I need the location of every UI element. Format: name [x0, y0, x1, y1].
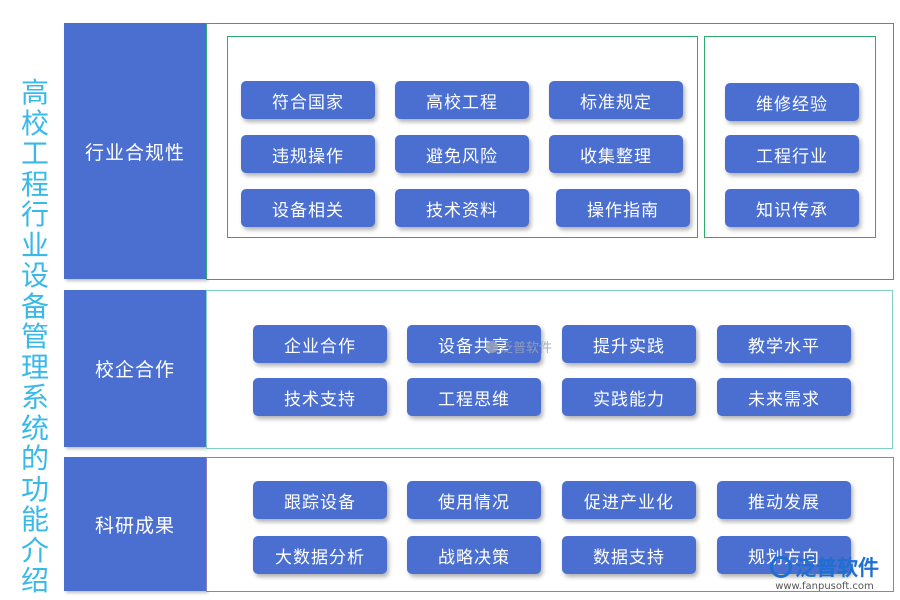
item-button: 数据支持: [562, 536, 696, 574]
watermark-corner: 泛普软件 www.fanpusoft.com: [770, 552, 879, 592]
item-button: 操作指南: [556, 189, 690, 227]
item-button: 使用情况: [407, 481, 541, 519]
section-panel-cooperation: [206, 290, 893, 449]
item-button: 企业合作: [253, 325, 387, 363]
section-label-research: 科研成果: [64, 457, 206, 591]
item-button: 跟踪设备: [253, 481, 387, 519]
item-button: 维修经验: [725, 83, 859, 121]
item-button: 战略决策: [407, 536, 541, 574]
brand-logo-icon: [770, 556, 792, 578]
item-button: 高校工程: [395, 81, 529, 119]
page-title: 高校工程行业设备管理系统的功能介绍: [20, 76, 49, 597]
group-box-left: [227, 36, 698, 238]
watermark-center: 泛普软件: [486, 337, 552, 356]
item-button: 技术支持: [253, 378, 387, 416]
item-button: 工程思维: [407, 378, 541, 416]
item-button: 促进产业化: [562, 481, 696, 519]
item-button: 符合国家: [241, 81, 375, 119]
item-button: 设备相关: [241, 189, 375, 227]
section-label-compliance: 行业合规性: [64, 23, 206, 279]
item-button: 工程行业: [725, 135, 859, 173]
watermark-url: www.fanpusoft.com: [775, 581, 874, 592]
item-button: 标准规定: [549, 81, 683, 119]
item-button: 违规操作: [241, 135, 375, 173]
item-button: 大数据分析: [253, 536, 387, 574]
item-button: 避免风险: [395, 135, 529, 173]
item-button: 实践能力: [562, 378, 696, 416]
watermark-brand: 泛普软件: [795, 556, 879, 580]
item-button: 知识传承: [725, 189, 859, 227]
group-box-right: [704, 36, 876, 238]
item-button: 未来需求: [717, 378, 851, 416]
item-button: 教学水平: [717, 325, 851, 363]
item-button: 推动发展: [717, 481, 851, 519]
watermark-brand: 泛普软件: [500, 341, 553, 356]
section-label-cooperation: 校企合作: [64, 290, 206, 447]
item-button: 收集整理: [549, 135, 683, 173]
brand-logo-icon: [486, 340, 498, 353]
item-button: 技术资料: [395, 189, 529, 227]
item-button: 提升实践: [562, 325, 696, 363]
